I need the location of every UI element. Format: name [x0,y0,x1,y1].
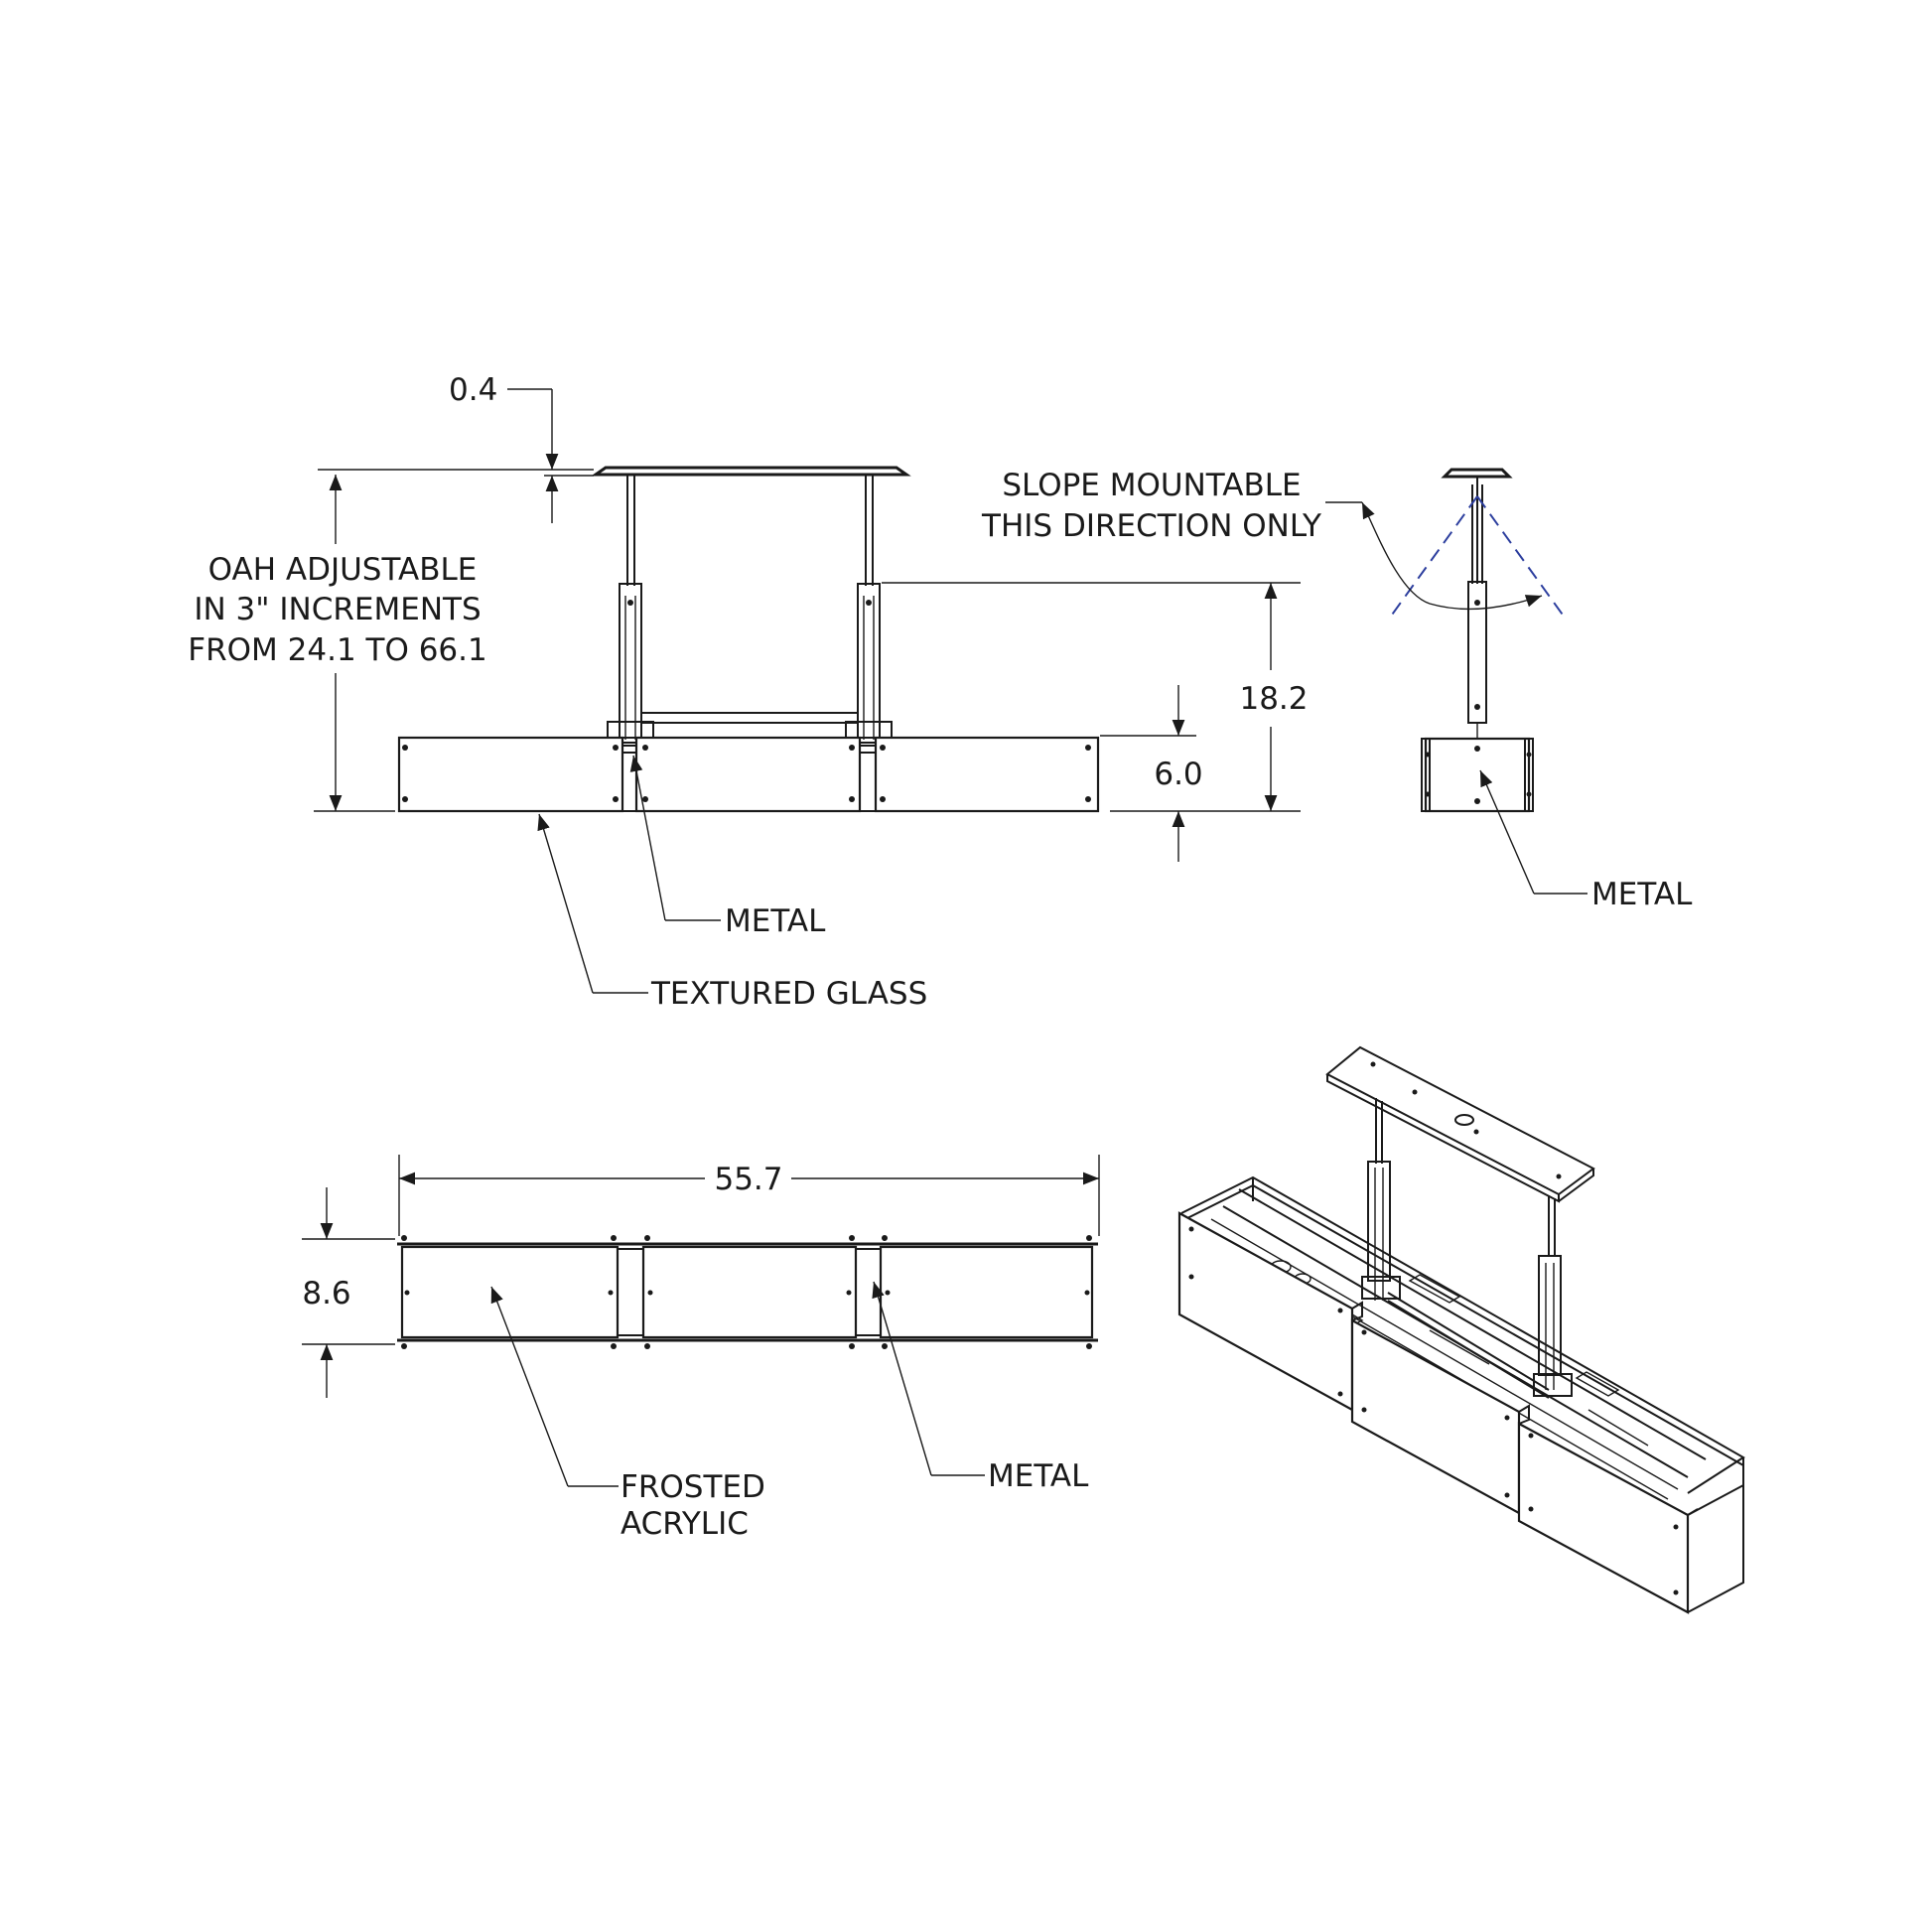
iso-stems [1361,1098,1573,1399]
iso-front-panels [1177,1211,1744,1614]
dim-canopy: 0.4 [318,372,594,523]
dim-stem: 18.2 [882,582,1309,811]
leader-metal-bottom: METAL [872,1281,1089,1494]
slope-line1: SLOPE MOUNTABLE [1002,468,1301,503]
iso-housing [1180,1175,1745,1525]
label-acrylic-line1: FROSTED [621,1469,765,1505]
bottom-fasteners [401,1235,1092,1349]
dim-stem-value: 18.2 [1239,681,1308,717]
dim-canopy-value: 0.4 [449,372,497,408]
dim-length: 55.7 [398,1155,1100,1236]
leader-frosted-acrylic: FROSTED ACRYLIC [490,1286,765,1542]
dim-oah: OAH ADJUSTABLE IN 3" INCREMENTS FROM 24.… [188,475,487,812]
slope-line-left [1389,495,1478,619]
dim-oah-line2: IN 3" INCREMENTS [194,592,481,627]
isometric-view [1177,1045,1745,1614]
iso-canopy [1325,1045,1595,1203]
dim-oah-line3: FROM 24.1 TO 66.1 [188,632,486,668]
front-view: 0.4 OAH ADJUSTABLE IN 3" INCREMENTS FROM… [188,372,1308,1012]
slope-line2: THIS DIRECTION ONLY [981,508,1321,544]
dim-height-value: 6.0 [1154,757,1202,792]
stems [607,476,893,754]
label-metal-side: METAL [1591,877,1693,912]
label-acrylic-line2: ACRYLIC [621,1506,749,1542]
leader-metal-front: METAL [629,755,826,939]
dim-height: 6.0 [1100,685,1301,862]
front-panels [397,736,1100,813]
dim-length-value: 55.7 [714,1162,782,1197]
side-view: SLOPE MOUNTABLE THIS DIRECTION ONLY META… [981,468,1693,912]
label-metal-front: METAL [725,903,826,939]
bottom-view: 55.7 8.6 FROSTED ACRYLIC METAL [302,1155,1100,1542]
dim-width: 8.6 [302,1187,395,1398]
label-metal-bottom: METAL [988,1458,1089,1494]
dim-oah-line1: OAH ADJUSTABLE [208,552,478,588]
slope-arc [1361,501,1543,611]
dim-width-value: 8.6 [302,1276,350,1311]
leader-textured-glass: TEXTURED GLASS [537,813,927,1012]
label-textured-glass: TEXTURED GLASS [650,976,927,1012]
slope-line-right [1476,495,1566,619]
canopy [591,466,911,477]
